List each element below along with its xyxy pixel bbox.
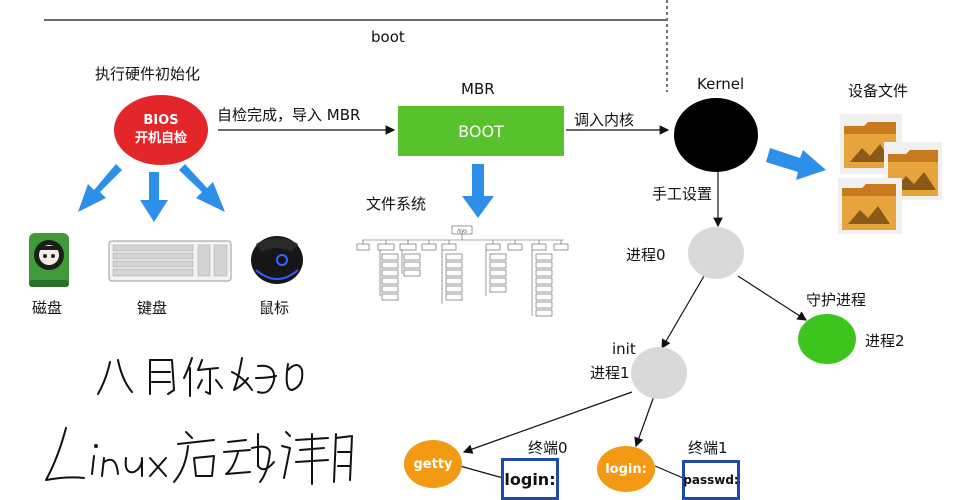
blue-arrow-kernel-to-devicefiles — [766, 148, 826, 180]
bios-node: BIOS 开机自检 — [114, 95, 208, 165]
process0-label: 进程0 — [626, 246, 666, 264]
mouse-icon — [246, 230, 308, 286]
device-files-label: 设备文件 — [848, 82, 909, 100]
terminal1-title: 终端1 — [688, 439, 728, 457]
boot-label: boot — [371, 28, 405, 46]
login-to-box-line — [654, 465, 684, 479]
mbr-title: MBR — [461, 80, 495, 98]
blue-arrow-bios-to-disk — [78, 164, 122, 212]
terminal1-box: passwd: — [682, 460, 740, 500]
blue-arrow-bios-to-keyboard — [140, 172, 168, 222]
disk-icon — [26, 230, 72, 290]
arrow-init-to-getty — [462, 391, 633, 454]
process2-node — [798, 314, 856, 364]
init-label: init — [612, 340, 636, 358]
blue-arrow-mbr-to-filesystem — [462, 164, 494, 218]
arrow-init-to-login — [634, 395, 655, 448]
edge-label-self-check: 自检完成，导入 MBR — [217, 106, 361, 124]
bios-caption: 执行硬件初始化 — [95, 65, 201, 83]
process0-node — [688, 227, 744, 279]
bios-line2: 开机自检 — [134, 131, 187, 146]
edge-label-load-kernel: 调入内核 — [574, 111, 635, 129]
filesystem-label: 文件系统 — [366, 195, 427, 213]
blue-arrow-bios-to-mouse — [179, 164, 225, 212]
init-node — [631, 347, 687, 399]
folder-icon — [836, 112, 944, 236]
filesystem-tree: /sys — [356, 224, 572, 318]
kernel-label: Kernel — [697, 75, 745, 93]
mbr-boot-box: BOOT — [398, 106, 564, 156]
arrow-p0-to-init — [661, 275, 705, 350]
process2-label: 进程2 — [865, 332, 905, 350]
kernel-node — [674, 98, 758, 172]
device-label-mouse: 鼠标 — [259, 299, 290, 317]
process1-label: 进程1 — [590, 364, 630, 382]
terminal0-title: 终端0 — [528, 439, 568, 457]
getty-node: getty — [404, 440, 462, 488]
bios-line1: BIOS — [143, 113, 179, 128]
filesystem-root: /sys — [457, 229, 467, 235]
login-node: login: — [597, 446, 655, 492]
handwriting-line1 — [92, 350, 312, 402]
arrow-p0-to-p2 — [737, 275, 808, 321]
daemon-label: 守护进程 — [806, 291, 867, 309]
terminal0-box: login: — [501, 458, 559, 500]
device-label-keyboard: 键盘 — [137, 299, 168, 317]
keyboard-icon — [108, 238, 232, 282]
getty-to-box-line — [459, 465, 504, 479]
edge-label-manual-setup: 手工设置 — [652, 185, 713, 203]
device-label-disk: 磁盘 — [32, 299, 63, 317]
handwriting-line2 — [38, 418, 358, 494]
